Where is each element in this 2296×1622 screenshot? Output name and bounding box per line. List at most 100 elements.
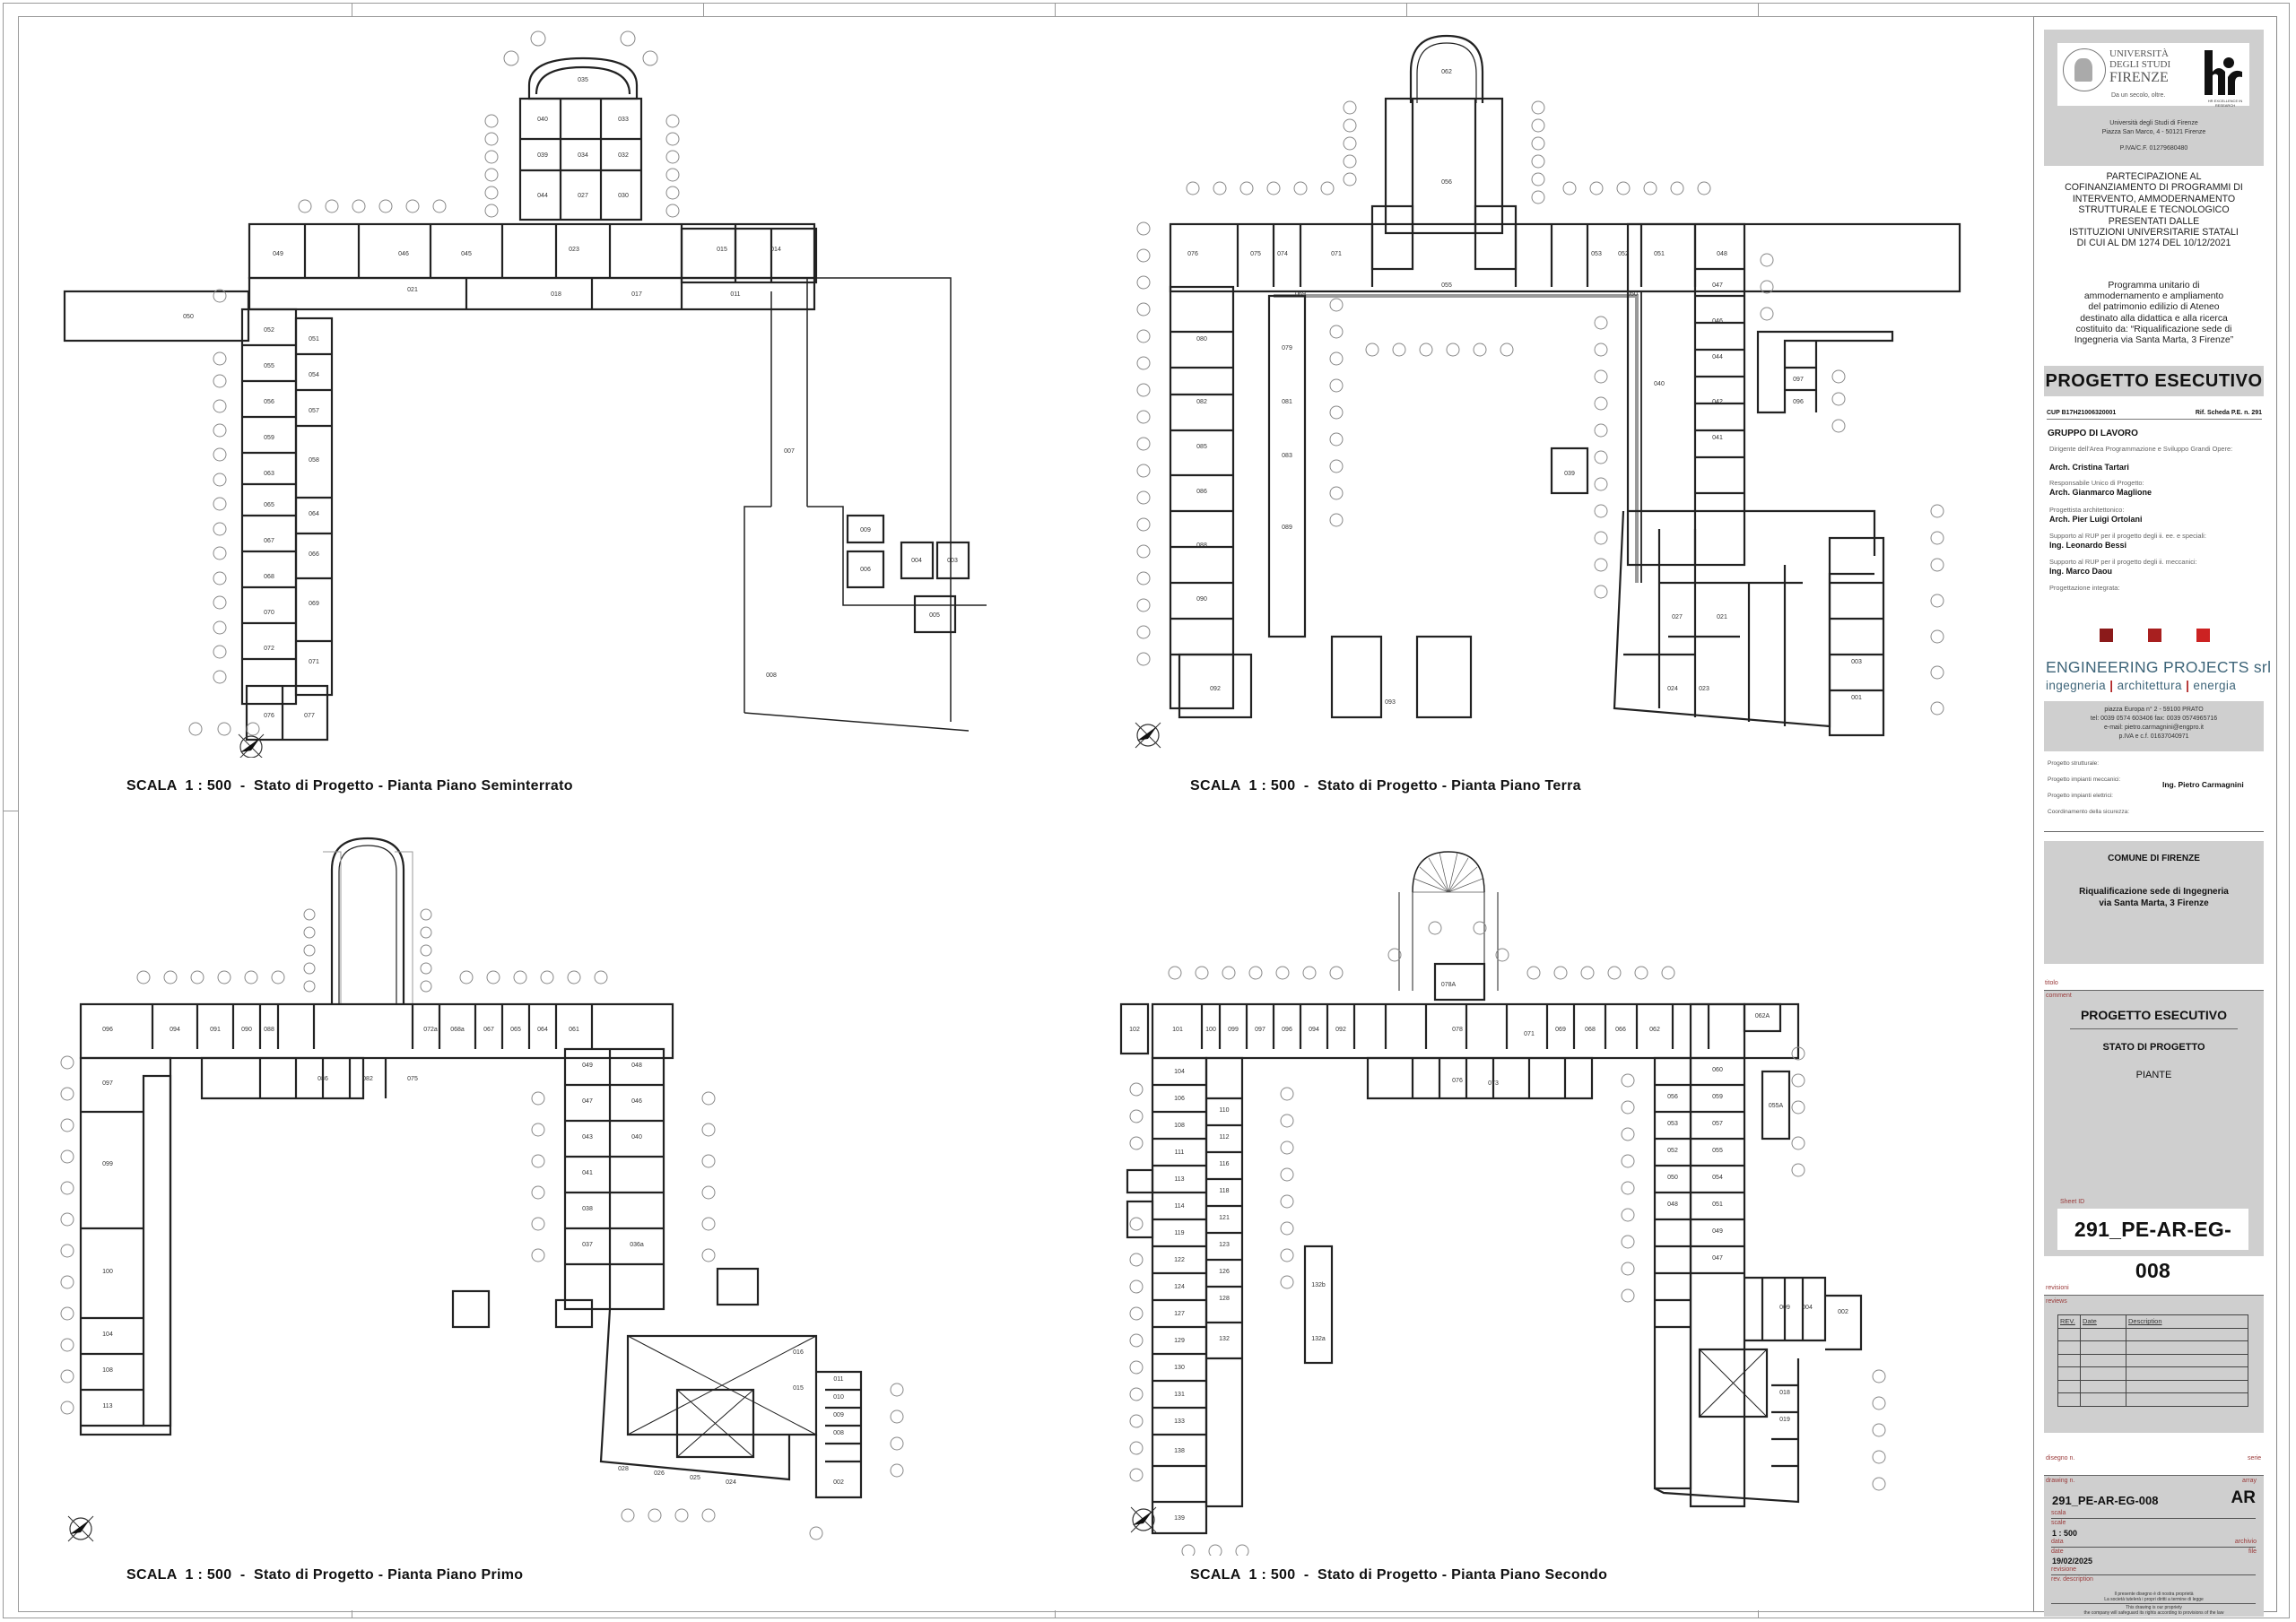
responsible-engineer: Ing. Pietro Carmagnini (2162, 780, 2244, 789)
svg-text:051: 051 (309, 336, 319, 343)
drawing-info-box: drawing n. array 291_PE-AR-EG-008 AR sca… (2044, 1476, 2264, 1617)
svg-text:052: 052 (1667, 1148, 1678, 1154)
svg-text:113: 113 (1174, 1176, 1184, 1183)
svg-text:030: 030 (618, 193, 629, 199)
legal-notice-en: This drawing is our propriety the compan… (2083, 1605, 2224, 1616)
svg-text:086: 086 (1196, 489, 1207, 495)
svg-text:021: 021 (407, 287, 418, 293)
svg-text:129: 129 (1174, 1338, 1185, 1344)
svg-text:040: 040 (537, 117, 548, 123)
reviews-label: reviews (2046, 1298, 2067, 1305)
svg-text:086: 086 (317, 1076, 328, 1082)
svg-text:076: 076 (1452, 1078, 1463, 1084)
svg-text:006: 006 (860, 567, 871, 573)
table-header: REV. Date Description (2057, 1314, 2248, 1329)
divider (2051, 1547, 2256, 1548)
table-row (2057, 1366, 2248, 1381)
svg-text:071: 071 (309, 659, 319, 665)
divider (2044, 831, 2264, 832)
svg-text:097: 097 (102, 1080, 113, 1087)
divider (2044, 1475, 2264, 1476)
sheet-id: 291_PE-AR-EG-008 (2057, 1209, 2248, 1282)
svg-text:128: 128 (1219, 1296, 1230, 1302)
cup-row: CUP B17H21006320001 Rif. Scheda P.E. n. … (2047, 410, 2262, 420)
date-label: date (2051, 1548, 2064, 1555)
color-swatch-2 (2148, 629, 2161, 642)
svg-text:110: 110 (1219, 1107, 1229, 1114)
svg-text:048: 048 (631, 1063, 642, 1069)
svg-text:112: 112 (1219, 1134, 1229, 1141)
svg-text:067: 067 (483, 1027, 494, 1033)
frame-tick (1758, 1610, 1759, 1618)
svg-text:008: 008 (766, 672, 777, 679)
svg-text:024: 024 (1667, 686, 1678, 692)
svg-text:057: 057 (1712, 1121, 1723, 1127)
sheet-id-label: Sheet ID (2060, 1199, 2085, 1205)
svg-text:060: 060 (1712, 1067, 1723, 1073)
svg-text:081: 081 (1282, 399, 1292, 405)
svg-text:004: 004 (1802, 1305, 1813, 1311)
member-name: Arch. Pier Luigi Ortolani (2049, 515, 2143, 524)
svg-text:059: 059 (1712, 1094, 1723, 1100)
north-arrow-icon (238, 733, 265, 758)
university-address: Università degli Studi di Firenze Piazza… (2101, 120, 2206, 135)
svg-text:052: 052 (1618, 251, 1629, 257)
svg-text:126: 126 (1219, 1269, 1230, 1275)
svg-text:059: 059 (264, 435, 274, 441)
svg-text:068: 068 (264, 574, 274, 580)
svg-text:004: 004 (911, 558, 922, 564)
svg-text:032: 032 (618, 152, 629, 159)
svg-text:057: 057 (309, 408, 319, 414)
svg-text:011: 011 (730, 291, 740, 298)
drawing-number: 291_PE-AR-EG-008 (2052, 1494, 2159, 1507)
svg-text:047: 047 (582, 1098, 593, 1105)
svg-text:090: 090 (241, 1027, 252, 1033)
university-logo: UNIVERSITÀ DEGLI STUDI FIRENZE Da un sec… (2057, 43, 2249, 108)
svg-text:111: 111 (1175, 1149, 1185, 1156)
drawing-title-box: comment PROGETTO ESECUTIVO STATO DI PROG… (2044, 991, 2264, 1282)
svg-text:085: 085 (1196, 444, 1207, 450)
svg-text:056: 056 (1441, 179, 1452, 186)
svg-text:001: 001 (1851, 695, 1862, 701)
member-name: Arch. Gianmarco Maglione (2049, 488, 2152, 497)
svg-text:043: 043 (582, 1134, 593, 1141)
svg-text:051: 051 (1654, 251, 1665, 257)
svg-text:051: 051 (1712, 1201, 1723, 1208)
svg-text:027: 027 (578, 193, 588, 199)
svg-text:091: 091 (210, 1027, 221, 1033)
svg-text:017: 017 (631, 291, 642, 298)
svg-text:035: 035 (578, 77, 588, 83)
svg-text:099: 099 (1228, 1027, 1239, 1033)
municipality-box: COMUNE DI FIRENZE Riqualificazione sede … (2044, 841, 2264, 964)
svg-text:002: 002 (833, 1479, 844, 1486)
svg-text:094: 094 (1309, 1027, 1319, 1033)
drawing-content: PIANTE (2135, 1070, 2172, 1080)
sheet-inner-border (18, 16, 2034, 1612)
table-row (2057, 1340, 2248, 1355)
svg-text:015: 015 (717, 247, 727, 253)
svg-text:049: 049 (582, 1063, 593, 1069)
drawing-number-label: drawing n. (2046, 1478, 2075, 1484)
scala-label: scala (2051, 1510, 2066, 1516)
project-title: Riqualificazione sede di Ingegneria via … (2079, 887, 2229, 908)
svg-text:082: 082 (1196, 399, 1207, 405)
svg-text:046: 046 (1712, 318, 1723, 325)
svg-text:100: 100 (1205, 1027, 1216, 1033)
svg-text:093: 093 (1385, 699, 1396, 706)
svg-text:101: 101 (1172, 1027, 1183, 1033)
svg-text:047: 047 (1712, 1255, 1723, 1262)
hr-excellence-logo-icon (2205, 50, 2242, 95)
array-label: array (2242, 1478, 2257, 1484)
svg-text:064: 064 (537, 1027, 548, 1033)
svg-text:010: 010 (833, 1394, 844, 1401)
svg-text:131: 131 (1174, 1392, 1185, 1398)
client-header: UNIVERSITÀ DEGLI STUDI FIRENZE Da un sec… (2044, 30, 2264, 166)
svg-text:053: 053 (1591, 251, 1602, 257)
svg-text:041: 041 (582, 1170, 593, 1176)
svg-text:114: 114 (1174, 1203, 1184, 1210)
svg-text:070: 070 (264, 610, 274, 616)
